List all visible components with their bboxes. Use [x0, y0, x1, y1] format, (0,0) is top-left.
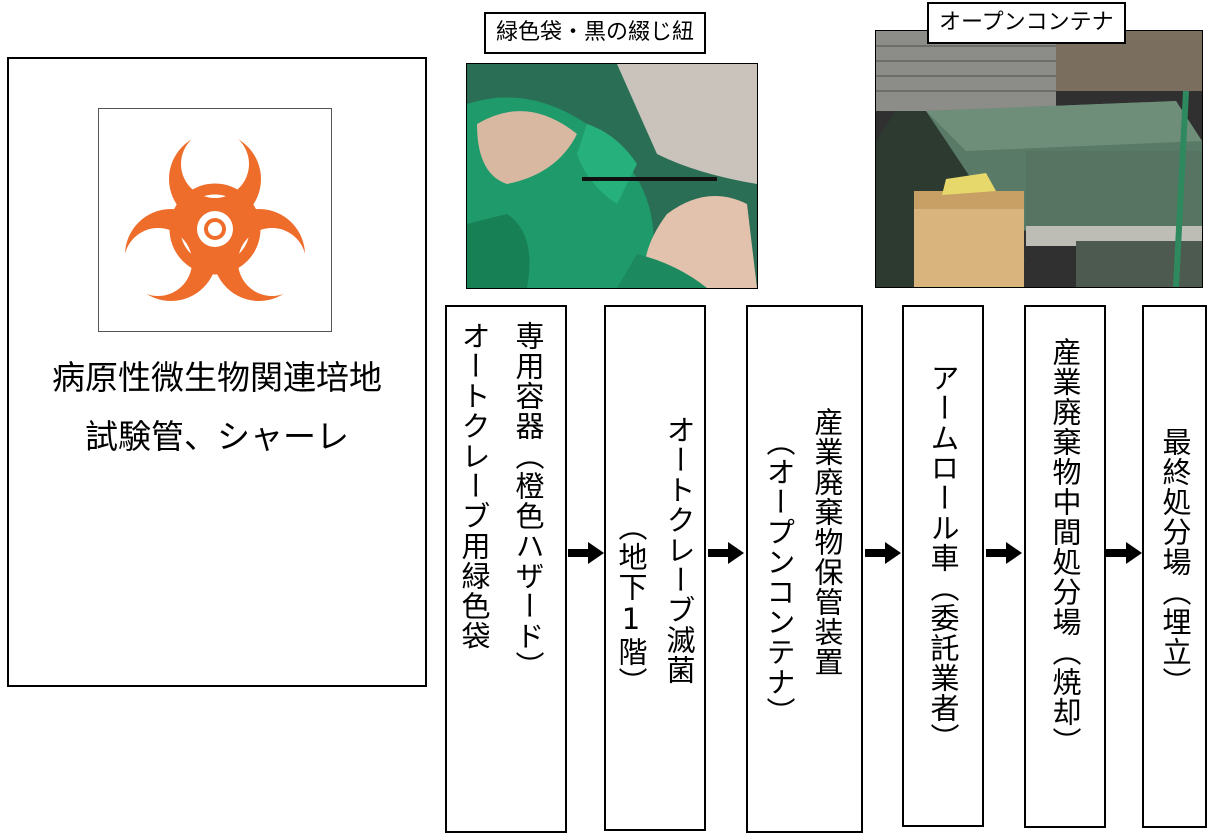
step-label: 産業廃棄物保管装置	[810, 407, 844, 677]
step-box-arm-roll-truck: アームロール車（委託業者）	[902, 305, 984, 827]
flow-arrow	[986, 542, 1022, 564]
step-box-dedicated-container: オートクレーブ用緑色袋 専用容器（橙色ハザード）	[445, 305, 567, 833]
step-label: 専用容器（橙色ハザード）	[511, 321, 545, 681]
step-label: アームロール車（委託業者）	[926, 363, 960, 753]
step-label-secondary: （オープンコンテナ）	[762, 427, 796, 727]
step-box-intermediate-treatment: 産業廃棄物中間処分場（焼却）	[1024, 305, 1106, 828]
step-label: 産業廃棄物中間処分場（焼却）	[1048, 337, 1082, 757]
flow-arrow	[865, 542, 901, 564]
flow-arrow	[708, 542, 744, 564]
waste-type-sublabel: 試験管、シャーレ	[85, 417, 349, 456]
step-box-final-disposal: 最終処分場（埋立）	[1142, 305, 1207, 828]
flow-arrow	[568, 542, 604, 564]
step-label-secondary: オートクレーブ用緑色袋	[457, 321, 491, 651]
step-box-autoclave: （地下1階） オートクレーブ滅菌	[604, 305, 706, 831]
step-label: 最終処分場（埋立）	[1158, 427, 1192, 697]
open-container-caption: オープンコンテナ	[927, 2, 1126, 44]
open-container-photo	[875, 30, 1203, 288]
waste-type-label: 病原性微生物関連培地	[52, 358, 382, 397]
biohazard-image-frame	[98, 108, 332, 332]
step-label-secondary: （地下1階）	[614, 512, 648, 697]
biohazard-icon	[124, 130, 306, 301]
step-box-storage: （オープンコンテナ） 産業廃棄物保管装置	[746, 305, 863, 833]
green-bag-caption: 緑色袋・黒の綴じ紐	[484, 12, 707, 54]
green-bag-photo	[466, 63, 758, 289]
flow-arrow	[1106, 542, 1142, 564]
step-label: オートクレーブ滅菌	[662, 415, 696, 685]
